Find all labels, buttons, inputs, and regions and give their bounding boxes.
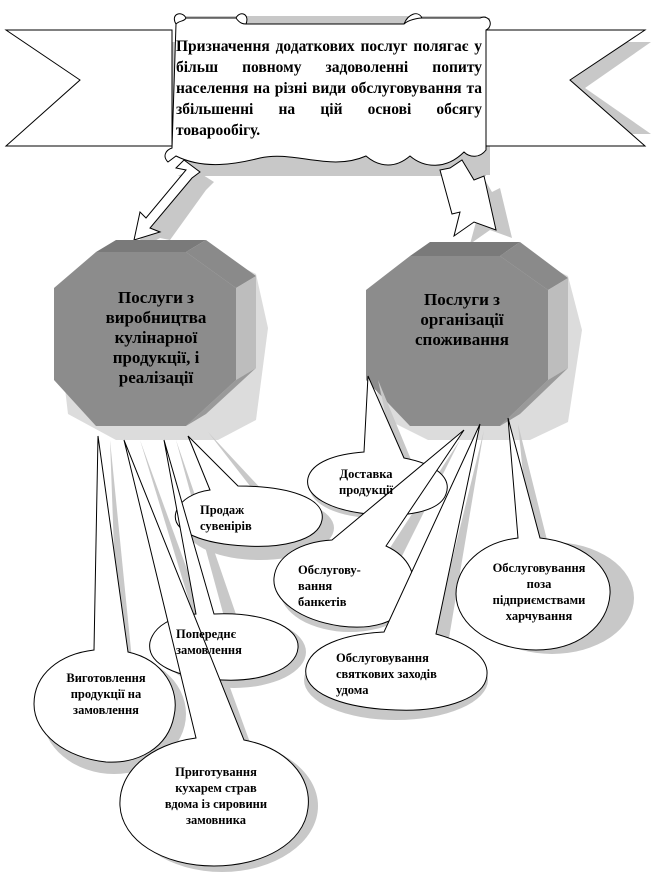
banner-text: Призначення додаткових послуг полягає у … [176, 38, 482, 139]
banner-body [164, 13, 491, 166]
label-home-events: Обслуговування святкових заходів удома [336, 651, 437, 697]
banner-arrows [133, 159, 497, 241]
left-node-title: Послуги з виробництва кулінарної продукц… [105, 288, 207, 387]
left-octagon [54, 240, 268, 440]
label-banquets: Обслугову-вання банкетів [298, 563, 361, 609]
banner-ribbon [4, 13, 647, 166]
label-delivery: Доставка продукції [339, 467, 393, 497]
bubbles [33, 375, 611, 867]
right-node-title: Послуги з організації споживання [414, 290, 509, 349]
label-outside: Обслуговування поза підприємствами харчу… [492, 561, 586, 623]
label-souvenirs: Продаж сувенірів [200, 503, 252, 533]
label-to-order: Виготовлення продукції на замовлення [66, 671, 146, 717]
bubble-souvenirs [174, 435, 323, 547]
bubble-outside [455, 417, 611, 651]
bubble-home-events [305, 423, 488, 711]
label-chef: Приготування кухарем страв вдома із сиро… [164, 765, 268, 827]
bubble-chef [119, 439, 309, 867]
label-preorder: Попереднє замовлення [176, 627, 242, 657]
right-octagon [366, 242, 582, 440]
arrow-to-right-node [439, 159, 497, 238]
banner-left-tail [4, 29, 173, 147]
bubble-to-order [33, 435, 176, 763]
